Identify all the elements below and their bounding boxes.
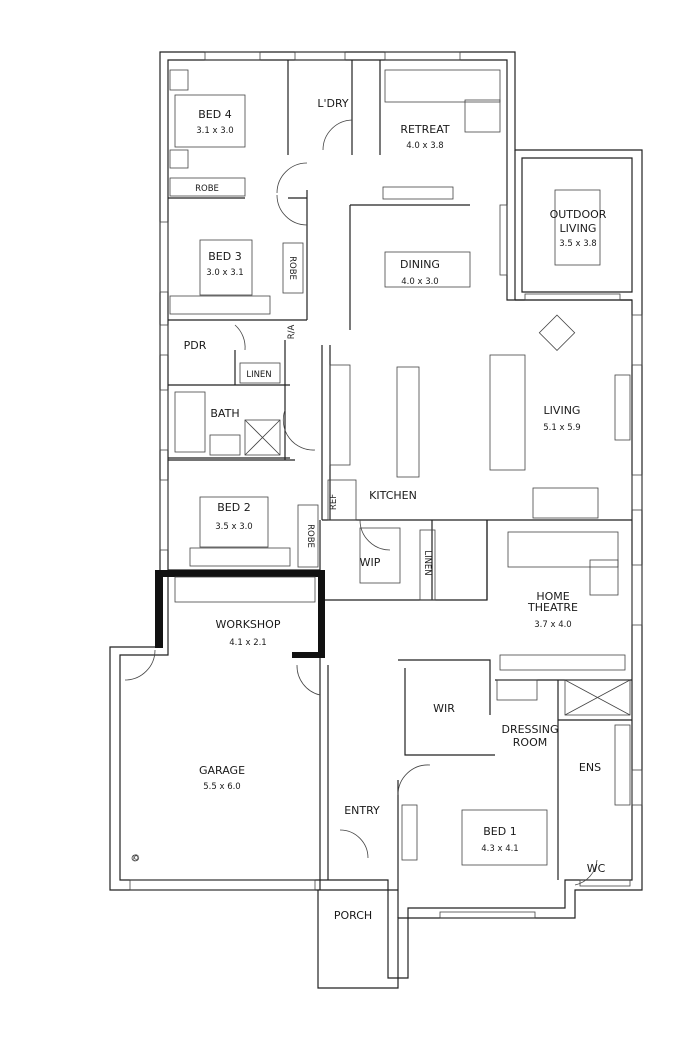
walls: [109, 51, 643, 989]
room-ens-label: ENS: [579, 761, 601, 774]
room-bed4-size: 3.1 x 3.0: [196, 126, 233, 136]
room-living-size: 5.1 x 5.9: [543, 423, 580, 433]
room-labels: BED 4 3.1 x 3.0 L'DRY RETREAT 4.0 x 3.8 …: [132, 97, 607, 922]
room-dressing-label-1: DRESSING: [501, 723, 558, 736]
room-pdr-label: PDR: [184, 339, 207, 352]
room-entry-label: ENTRY: [344, 804, 380, 817]
room-retreat-size: 4.0 x 3.8: [406, 141, 443, 151]
windows: [129, 51, 643, 919]
room-dressing-label-2: ROOM: [513, 736, 547, 749]
room-workshop-label: WORKSHOP: [216, 618, 281, 631]
room-garage-label: GARAGE: [199, 764, 245, 777]
linen-bath-label: LINEN: [246, 370, 271, 380]
room-bed1-label: BED 1: [483, 825, 516, 838]
linen-kitchen-label: LINEN: [422, 550, 432, 575]
room-dining-size: 4.0 x 3.0: [401, 277, 438, 287]
room-bed2-size: 3.5 x 3.0: [215, 522, 252, 532]
room-garage-size: 5.5 x 6.0: [203, 782, 240, 792]
room-living-label: LIVING: [544, 404, 581, 417]
room-wip-label: WIP: [360, 556, 381, 569]
room-kitchen-label: KITCHEN: [369, 489, 417, 502]
room-bed4-label: BED 4: [198, 108, 231, 121]
furniture: [131, 69, 631, 866]
workshop-walls: [155, 570, 325, 658]
robe-bed2-label: ROBE: [305, 524, 315, 548]
ref-label: REF: [329, 494, 339, 510]
room-outdoor-label-2: LIVING: [560, 222, 597, 235]
room-bed1-size: 4.3 x 4.1: [481, 844, 518, 854]
room-theatre-size: 3.7 x 4.0: [534, 620, 571, 630]
room-theatre-label-2: THEATRE: [527, 601, 578, 614]
garage-mark-symbol: ©: [132, 854, 141, 864]
room-outdoor-size: 3.5 x 3.8: [559, 239, 596, 249]
room-porch-label: PORCH: [334, 909, 372, 922]
room-workshop-size: 4.1 x 2.1: [229, 638, 266, 648]
robe-bed4-label: ROBE: [195, 184, 219, 194]
room-bed3-label: BED 3: [208, 250, 241, 263]
ra-label: R/A: [287, 325, 297, 340]
room-bath-label: BATH: [210, 407, 239, 420]
room-wc-label: WC: [587, 862, 606, 875]
room-laundry-label: L'DRY: [317, 97, 349, 110]
robe-bed3-label: ROBE: [287, 256, 297, 280]
room-bed3-size: 3.0 x 3.1: [206, 268, 243, 278]
room-bed2-label: BED 2: [217, 501, 250, 514]
room-outdoor-label-1: OUTDOOR: [550, 208, 607, 221]
room-wir-label: WIR: [433, 702, 455, 715]
doors: [124, 119, 598, 886]
room-dining-label: DINING: [400, 258, 440, 271]
room-theatre-label-1: HOME: [536, 590, 569, 603]
room-retreat-label: RETREAT: [400, 123, 450, 136]
